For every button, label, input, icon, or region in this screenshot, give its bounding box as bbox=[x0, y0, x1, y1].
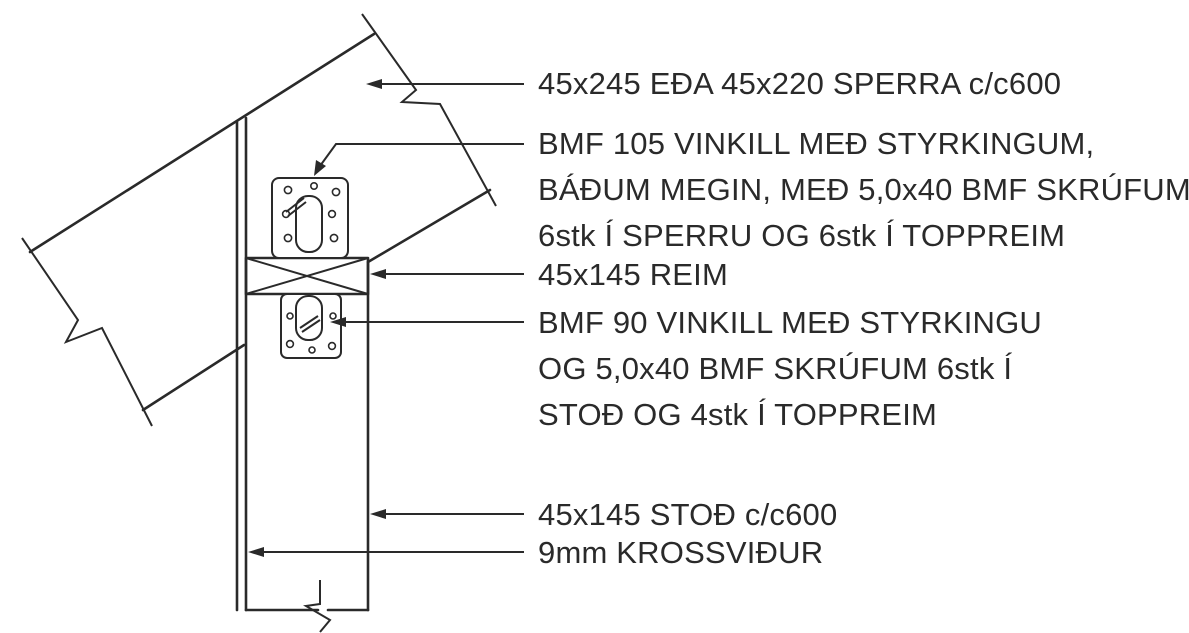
label-stud: 45x145 STOÐ c/c600 bbox=[538, 497, 838, 532]
stud-break bbox=[303, 580, 332, 633]
leader-rafter bbox=[366, 79, 524, 89]
rafter-break-bottom bbox=[21, 237, 153, 427]
label-rafter: 45x245 EÐA 45x220 SPERRA c/c600 bbox=[538, 66, 1062, 101]
leader-bracket-90 bbox=[330, 317, 524, 327]
top-plate bbox=[244, 256, 370, 296]
bracket-105 bbox=[271, 177, 349, 259]
leader-stud bbox=[370, 509, 524, 519]
rafter-member bbox=[21, 13, 497, 427]
label-bracket-90-line-2: OG 5,0x40 BMF SKRÚFUM 6stk Í bbox=[538, 351, 1013, 386]
label-plate: 45x145 REIM bbox=[538, 257, 729, 292]
plywood-sheathing bbox=[235, 116, 248, 612]
label-bracket-105-line-3: 6stk Í SPERRU OG 6stk Í TOPPREIM bbox=[538, 218, 1066, 253]
label-bracket-105-line-1: BMF 105 VINKILL MEÐ STYRKINGUM, bbox=[538, 126, 1095, 161]
bracket-90 bbox=[280, 293, 342, 359]
label-bracket-90-line-1: BMF 90 VINKILL MEÐ STYRKINGU bbox=[538, 305, 1043, 340]
label-plywood: 9mm KROSSVIÐUR bbox=[538, 535, 824, 570]
leader-plywood bbox=[248, 547, 524, 557]
leader-plate bbox=[370, 269, 524, 279]
rafter-break-top bbox=[361, 13, 497, 207]
leader-bracket-105 bbox=[314, 143, 524, 176]
label-bracket-90-line-3: STOÐ OG 4stk Í TOPPREIM bbox=[538, 397, 938, 432]
label-bracket-105-line-2: BÁÐUM MEGIN, MEÐ 5,0x40 BMF SKRÚFUM bbox=[538, 172, 1189, 207]
